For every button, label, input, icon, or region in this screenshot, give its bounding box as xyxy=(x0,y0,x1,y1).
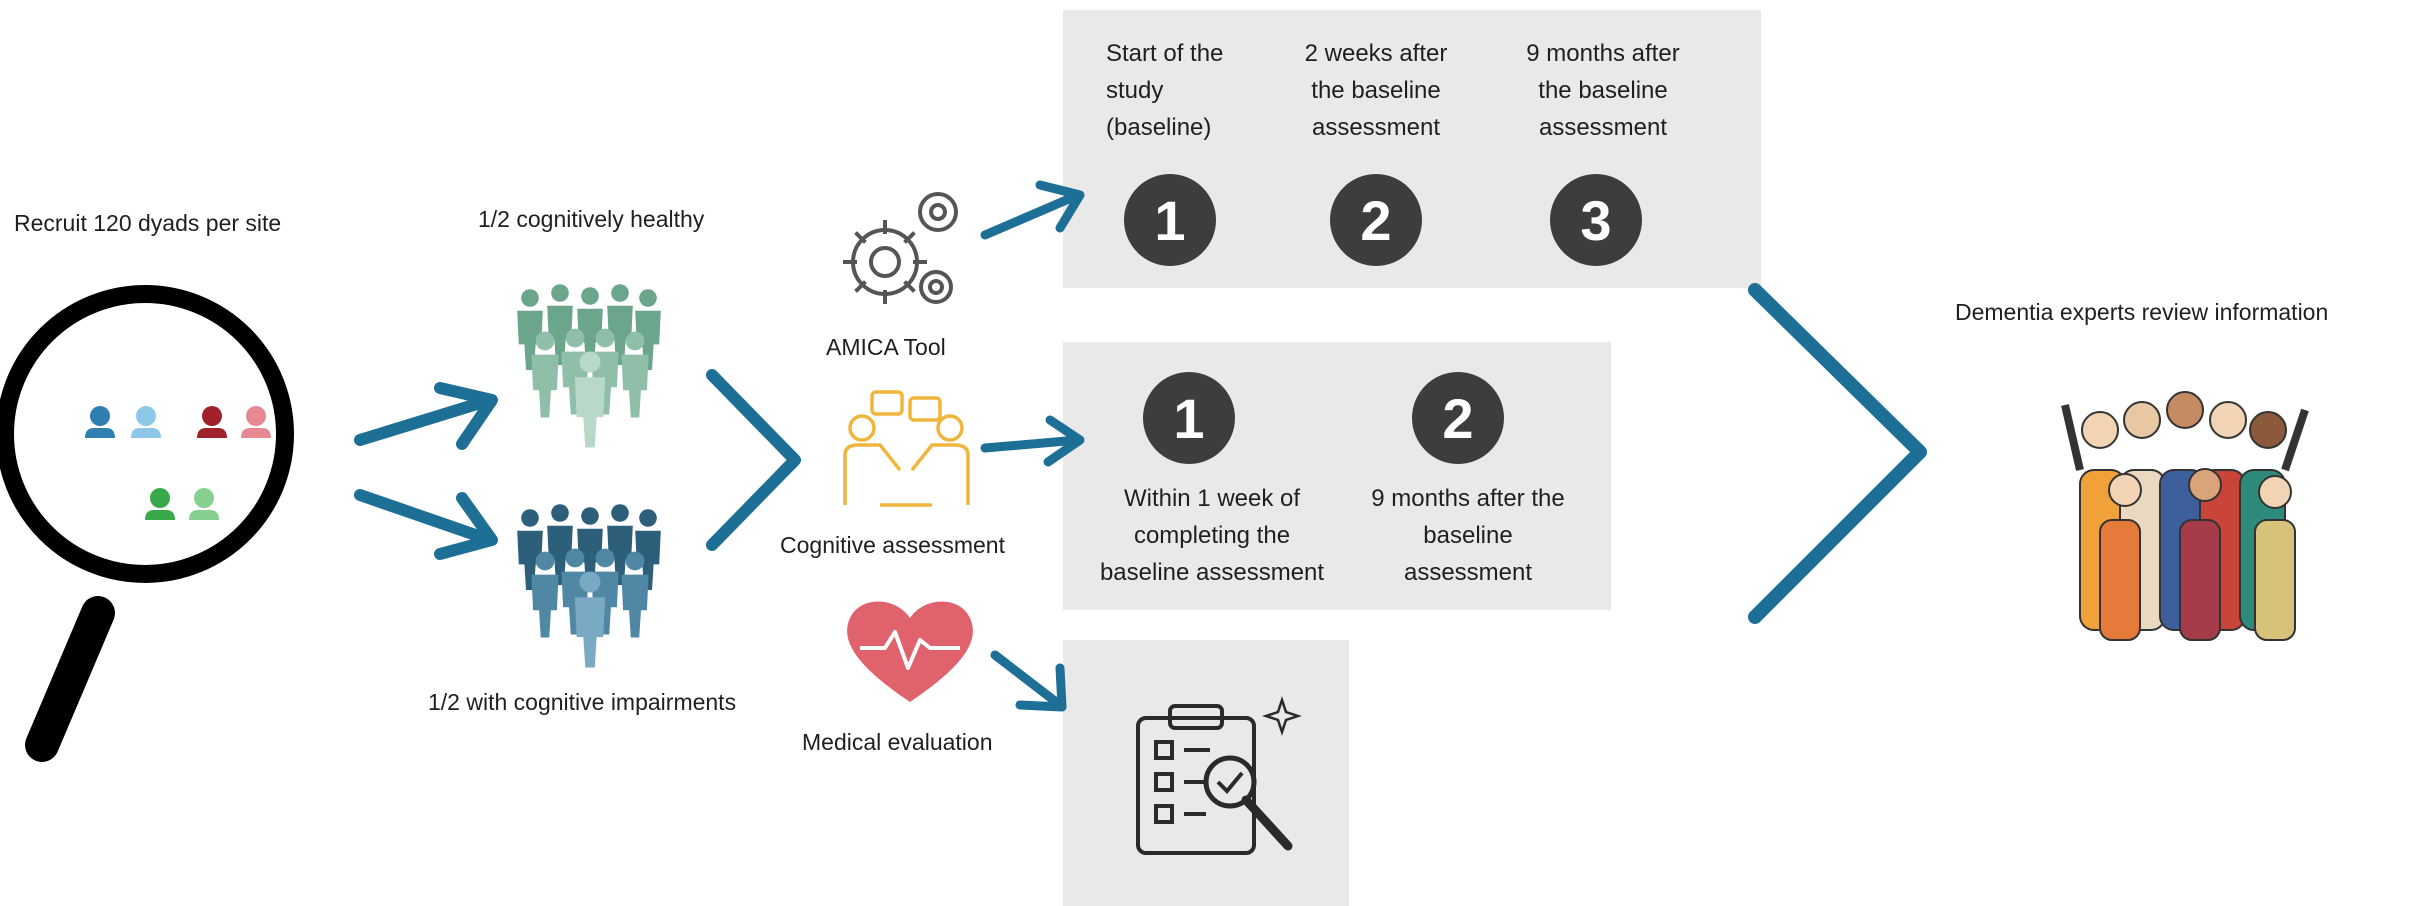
handshake-icon xyxy=(843,390,970,507)
arrow-icon xyxy=(354,382,498,560)
recruit-label: Recruit 120 dyads per site xyxy=(14,210,282,236)
healthy-people-icon xyxy=(517,284,661,448)
cognitive-step-text: 9 months after the baseline assessment xyxy=(1371,485,1565,586)
chevron-right-icon xyxy=(706,369,801,551)
cognitive-step-number: 2 xyxy=(1412,372,1504,464)
amica-step-text: 2 weeks after the baseline assessment xyxy=(1304,40,1448,141)
impaired-people-icon xyxy=(517,504,661,668)
healthy-group-label: 1/2 cognitively healthy xyxy=(478,206,705,232)
cognitive-assessment-label: Cognitive assessment xyxy=(780,532,1005,558)
amica-step-text: Start of the study (baseline) xyxy=(1106,40,1224,141)
amica-step-number: 1 xyxy=(1124,174,1216,266)
review-label: Dementia experts review information xyxy=(1955,299,2329,325)
magnifier-icon xyxy=(0,285,294,762)
cognitive-step-text: Within 1 week of completing the baseline… xyxy=(1099,485,1325,586)
amica-tool-label: AMICA Tool xyxy=(826,334,946,360)
crowd-illustration xyxy=(2061,391,2309,641)
cognitive-step-number: 1 xyxy=(1143,372,1235,464)
medical-evaluation-label: Medical evaluation xyxy=(802,729,993,755)
amica-step-number: 3 xyxy=(1550,174,1642,266)
gears-icon xyxy=(843,192,958,304)
impaired-group-label: 1/2 with cognitive impairments xyxy=(428,689,737,715)
arrow-icon xyxy=(980,180,1085,712)
heart-pulse-icon xyxy=(847,601,973,702)
chevron-right-icon xyxy=(1748,283,1927,624)
clipboard-icon xyxy=(1136,696,1302,855)
amica-step-text: 9 months after the baseline assessment xyxy=(1526,40,1680,141)
amica-step-number: 2 xyxy=(1330,174,1422,266)
